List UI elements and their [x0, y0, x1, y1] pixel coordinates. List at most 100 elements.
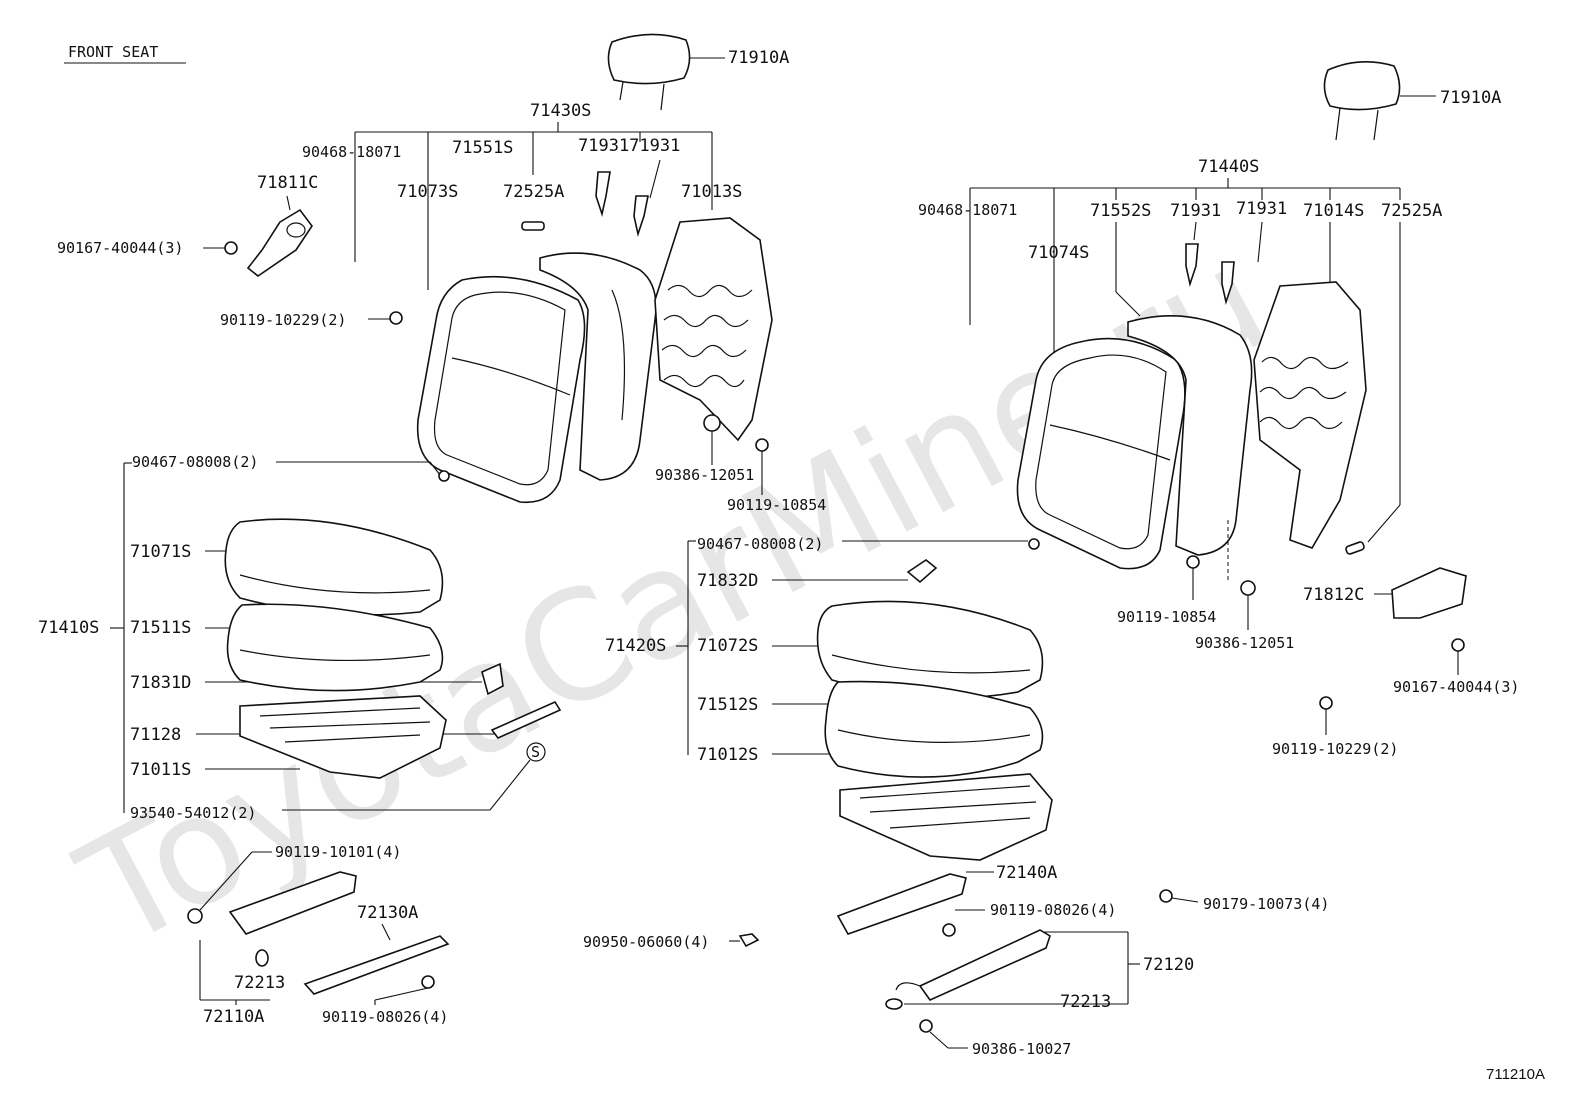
clip-90467-right-shape — [1028, 538, 1040, 550]
bolt-90119-10229-left-shape — [389, 311, 403, 325]
label-71910a-left: 71910A — [728, 48, 789, 68]
bolt-90119-10854-left-shape — [755, 438, 769, 452]
label-71440s: 71440S — [1198, 157, 1259, 177]
bolt-90119-10229-right-shape — [1319, 696, 1333, 710]
label-72130a: 72130A — [357, 903, 418, 923]
nut-90386-12051-right-shape — [1240, 580, 1256, 596]
label-90119-10101: 90119-10101(4) — [275, 843, 401, 861]
seatback-71074s-shape — [1016, 337, 1186, 570]
adjuster-72120-shape — [918, 929, 1051, 1001]
label-90119-10229-left: 90119-10229(2) — [220, 311, 346, 329]
bolt-90119-10101-shape — [187, 908, 203, 924]
label-72525a-right: 72525A — [1381, 201, 1442, 221]
label-71128: 71128 — [130, 725, 181, 745]
label-71410s: 71410S — [38, 618, 99, 638]
seatback-cover-71551s-shape — [539, 252, 657, 481]
label-71013s: 71013S — [681, 182, 742, 202]
cushion-frame-71011s-shape — [239, 695, 447, 779]
label-90950-06060: 90950-06060(4) — [583, 933, 709, 951]
label-90467-08008-right: 90467-08008(2) — [697, 535, 823, 553]
cap-72213-left-shape — [255, 949, 269, 967]
label-71552s: 71552S — [1090, 201, 1151, 221]
clip-72525a-left-shape — [521, 221, 545, 231]
clip-90467-left-shape — [438, 470, 450, 482]
label-90468-18071-right: 90468-18071 — [918, 201, 1017, 219]
bolt-90167-40044-right-shape — [1451, 638, 1465, 652]
label-90386-12051-left: 90386-12051 — [655, 466, 754, 484]
label-71071s: 71071S — [130, 542, 191, 562]
label-72213-left: 72213 — [234, 973, 285, 993]
s-mark-left — [526, 742, 546, 762]
label-71832d: 71832D — [697, 571, 758, 591]
label-72110a: 72110A — [203, 1007, 264, 1027]
cushion-pad-71512s-shape — [824, 680, 1044, 778]
label-71931-right-a: 71931 — [1170, 201, 1221, 221]
label-71831d: 71831D — [130, 673, 191, 693]
label-s-mark: S — [531, 743, 540, 761]
bracket-71812c-shape — [1391, 567, 1467, 619]
seatback-frame-71014s-shape — [1253, 281, 1367, 549]
nut-90386-10027-shape — [919, 1019, 933, 1033]
label-71011s: 71011S — [130, 760, 191, 780]
label-71430s: 71430S — [530, 101, 591, 121]
label-71511s: 71511S — [130, 618, 191, 638]
clip-71931-right-b-shape — [1221, 261, 1235, 305]
label-71551s: 71551S — [452, 138, 513, 158]
label-71512s: 71512S — [697, 695, 758, 715]
label-71420s: 71420S — [605, 636, 666, 656]
cushion-71071s-shape — [224, 518, 444, 616]
clip-71931-left-a-shape — [595, 171, 611, 217]
bar-71128-shape — [490, 700, 562, 739]
bolt-90119-10854-right-shape — [1186, 555, 1200, 569]
label-90167-40044-right: 90167-40044(3) — [1393, 678, 1519, 696]
figure-code: 711210A — [1486, 1066, 1545, 1083]
clip-71931-left-b-shape — [633, 195, 649, 237]
diagram-title: FRONT SEAT — [68, 43, 158, 61]
nut-90386-12051-left-shape — [703, 414, 721, 432]
label-71073s: 71073S — [397, 182, 458, 202]
label-90119-10229-right: 90119-10229(2) — [1272, 740, 1398, 758]
label-71012s: 71012S — [697, 745, 758, 765]
bolt-90167-left-shape — [224, 241, 238, 255]
seatback-frame-71013s-shape — [654, 217, 773, 442]
adjuster-72110a-shape — [228, 871, 357, 935]
label-71910a-right: 71910A — [1440, 88, 1501, 108]
label-90119-10854-left: 90119-10854 — [727, 496, 826, 514]
label-93540-54012: 93540-54012(2) — [130, 804, 256, 822]
cap-90950-shape — [738, 933, 760, 948]
cover-71831d-shape — [481, 662, 504, 696]
label-71014s: 71014S — [1303, 201, 1364, 221]
bolt-90119-08026-left-shape — [421, 975, 435, 989]
label-72120: 72120 — [1143, 955, 1194, 975]
label-90386-10027: 90386-10027 — [972, 1040, 1071, 1058]
label-71931-pair-left: 7193171931 — [578, 136, 680, 156]
cover-71832d-shape — [906, 559, 938, 584]
label-90119-08026-right: 90119-08026(4) — [990, 901, 1116, 919]
label-71074s: 71074S — [1028, 243, 1089, 263]
label-72140a: 72140A — [996, 863, 1057, 883]
label-72525a-left: 72525A — [503, 182, 564, 202]
label-90386-12051-right: 90386-12051 — [1195, 634, 1294, 652]
adjuster-72140a-shape — [836, 873, 967, 935]
seatback-cover-71552s-shape — [1127, 315, 1253, 556]
label-71811c: 71811C — [257, 173, 318, 193]
label-90468-18071-left: 90468-18071 — [302, 143, 401, 161]
label-90179-10073: 90179-10073(4) — [1203, 895, 1329, 913]
label-90119-10854-right: 90119-10854 — [1117, 608, 1216, 626]
label-71072s: 71072S — [697, 636, 758, 656]
seatback-71073s-shape — [416, 275, 586, 504]
cushion-pad-71511s-shape — [226, 603, 444, 692]
label-72213-right: 72213 — [1060, 992, 1111, 1012]
bolt-90119-08026-right-shape — [942, 923, 956, 937]
label-71812c: 71812C — [1303, 585, 1364, 605]
label-90167-40044-left: 90167-40044(3) — [57, 239, 183, 257]
label-90467-08008-left: 90467-08008(2) — [132, 453, 258, 471]
label-71931-right-b: 71931 — [1236, 199, 1287, 219]
cap-72213-right-shape — [885, 998, 903, 1010]
headrest-right-shape — [1323, 61, 1401, 141]
nut-90179-10073-shape — [1159, 889, 1173, 903]
adjuster-72130a-shape — [303, 935, 450, 995]
clip-72525a-right-shape — [1345, 541, 1365, 555]
headrest-left-shape — [607, 33, 691, 111]
